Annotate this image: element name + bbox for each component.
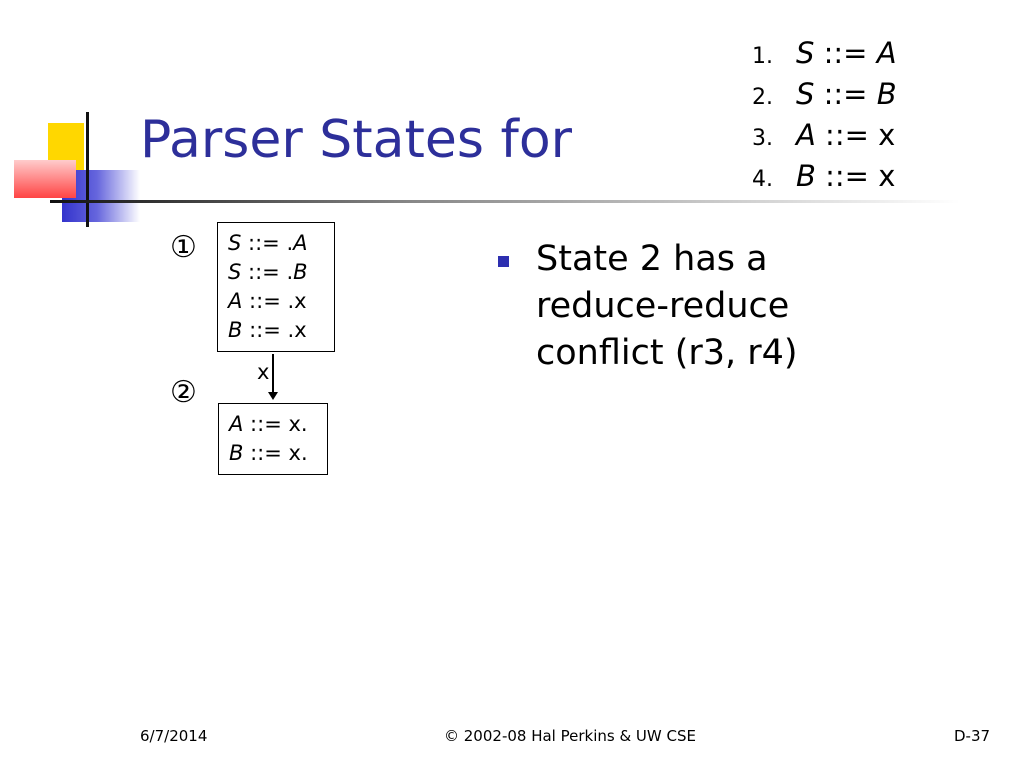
- rule-number: 1.: [752, 44, 773, 69]
- footer-page-number: D-37: [954, 727, 991, 745]
- footer-date: 6/7/2014: [140, 727, 208, 745]
- item-symbol: A: [293, 231, 308, 255]
- lr-item: A ::= .x: [228, 287, 324, 316]
- lr-item: S ::= .B: [228, 258, 324, 287]
- item-lhs: S: [228, 260, 242, 284]
- item-body: ::= .x: [242, 289, 307, 313]
- rule-lhs: A: [796, 118, 816, 152]
- item-lhs: B: [229, 441, 244, 465]
- item-lhs: B: [228, 318, 243, 342]
- rule-production: A ::= x: [796, 118, 895, 152]
- rule-lhs: S: [796, 36, 815, 70]
- rule-number: 3.: [752, 126, 773, 151]
- lr-item: S ::= .A: [228, 229, 324, 258]
- state-2-box: A ::= x.B ::= x.: [218, 403, 328, 475]
- item-lhs: A: [229, 412, 244, 436]
- rule-rhs: x: [878, 118, 896, 152]
- transition-arrow: [268, 354, 278, 400]
- rule-number: 2.: [752, 85, 773, 110]
- rule-lhs: S: [796, 77, 815, 111]
- item-body: ::= x.: [243, 441, 308, 465]
- item-body: ::= .: [241, 231, 294, 255]
- rule-production: S ::= B: [796, 77, 897, 111]
- rule-rhs: A: [876, 36, 897, 70]
- rule-operator: ::=: [814, 77, 877, 111]
- grammar-rule: 2. S ::= B: [752, 77, 897, 118]
- lr-item: A ::= x.: [229, 410, 317, 439]
- rule-rhs: B: [876, 77, 897, 111]
- state-2-label: ②: [170, 375, 197, 410]
- item-body: ::= .x: [242, 318, 307, 342]
- rule-number: 4.: [752, 167, 773, 192]
- rule-rhs: x: [878, 159, 896, 193]
- rule-production: B ::= x: [796, 159, 895, 193]
- lr-item: B ::= .x: [228, 316, 324, 345]
- decorative-red-square: [14, 160, 76, 198]
- rule-operator: ::=: [815, 159, 879, 193]
- transition-label: x: [257, 360, 270, 384]
- rule-operator: ::=: [815, 118, 879, 152]
- grammar-rule: 4. B ::= x: [752, 159, 897, 200]
- decorative-horizontal-line: [50, 200, 960, 203]
- bullet-list: State 2 has a reduce-reduce conflict (r3…: [498, 236, 998, 377]
- slide-title: Parser States for: [140, 110, 573, 170]
- footer-copyright: © 2002-08 Hal Perkins & UW CSE: [444, 727, 696, 745]
- decorative-vertical-line: [86, 112, 89, 227]
- item-symbol: B: [293, 260, 308, 284]
- rule-operator: ::=: [814, 36, 877, 70]
- rule-production: S ::= A: [796, 36, 897, 70]
- lr-item: B ::= x.: [229, 439, 317, 468]
- grammar-rule: 3. A ::= x: [752, 118, 897, 159]
- item-body: ::= x.: [243, 412, 308, 436]
- item-lhs: S: [228, 231, 242, 255]
- item-lhs: A: [228, 289, 243, 313]
- item-body: ::= .: [241, 260, 294, 284]
- bullet-square-icon: [498, 256, 509, 267]
- state-1-label: ①: [170, 230, 197, 265]
- bullet-item: State 2 has a reduce-reduce conflict (r3…: [498, 236, 998, 377]
- bullet-text: State 2 has a reduce-reduce conflict (r3…: [536, 239, 798, 373]
- grammar-rule: 1. S ::= A: [752, 36, 897, 77]
- rule-lhs: B: [796, 159, 816, 193]
